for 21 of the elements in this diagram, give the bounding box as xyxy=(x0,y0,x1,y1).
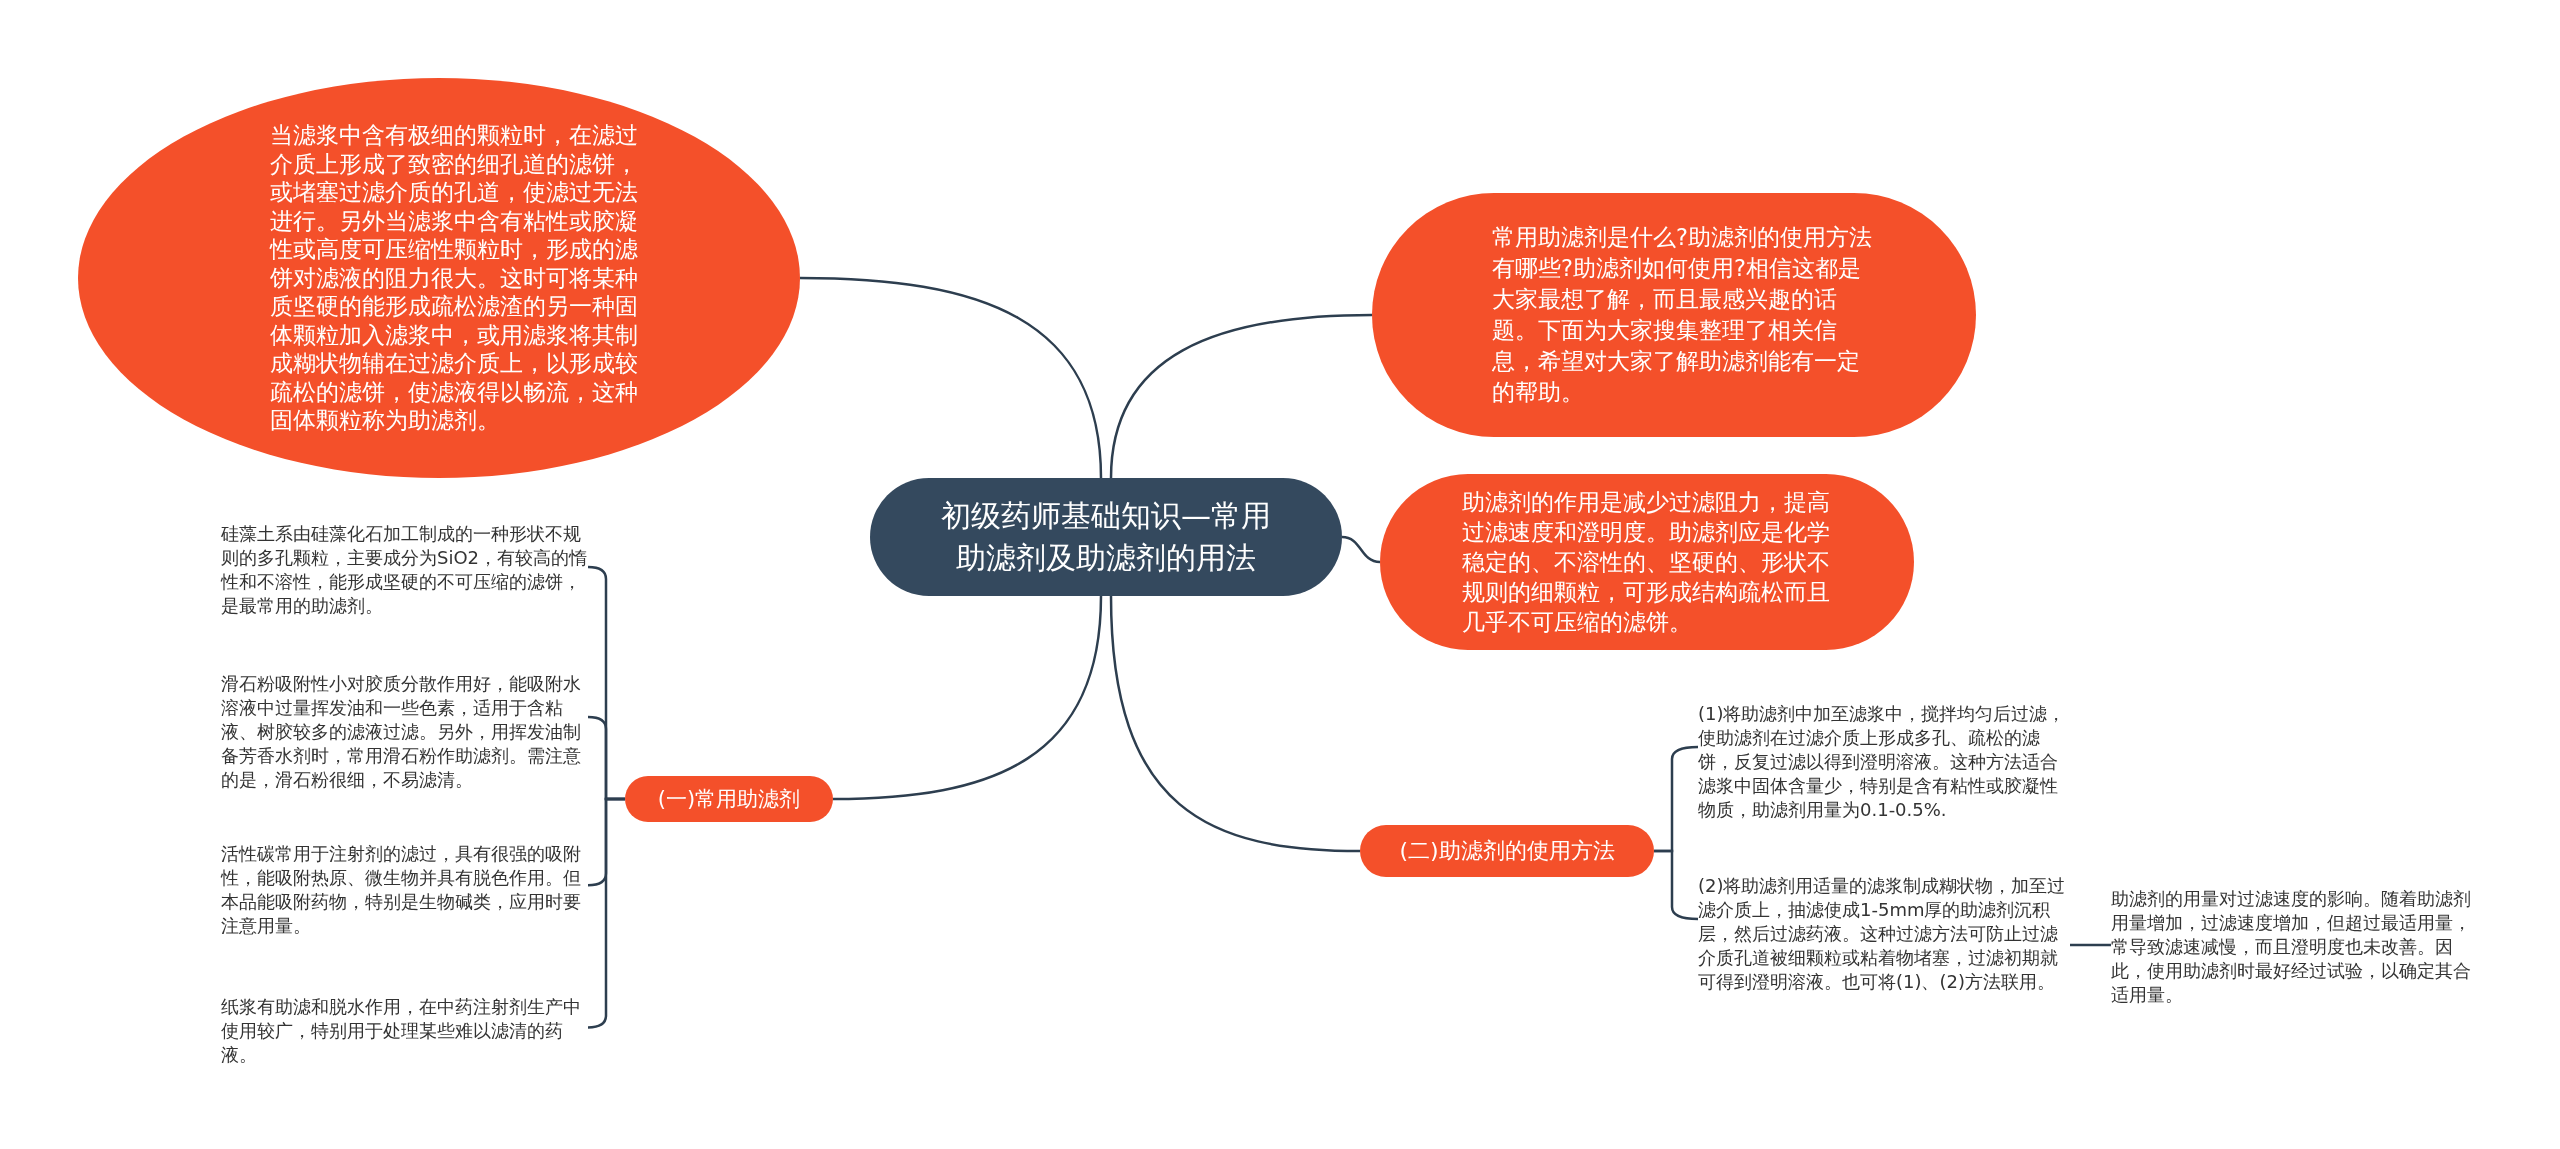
branch-bubble xyxy=(1360,825,1654,877)
note-text: 助滤剂的用量对过滤速度的影响。随着助滤剂用量增加，过滤速度增加，但超过最适用量，常导致滤速减慢，而且澄明度也未改善。因此，使用助滤剂时最好经过试验，以确定其合适用量。 xyxy=(2111,887,2481,1007)
note-text: 滑石粉吸附性小对胶质分散作用好，能吸附水溶液中过量挥发油和一些色素，适用于含粘液、树胶较多的滤液过滤。另外，用挥发油制备芳香水剂时，常用滑石粉作助滤剂。需注意的是，滑石粉很细，不易滤清。 xyxy=(221,672,588,792)
connector-line xyxy=(799,276,1103,479)
note-text: 活性碳常用于注射剂的滤过，具有很强的吸附性，能吸附热原、微生物并具有脱色作用。但本品能吸附药物，特别是生物碱类，应用时要注意用量。 xyxy=(221,842,588,938)
connector-line xyxy=(1341,535,1381,564)
connector-line xyxy=(1109,313,1373,479)
branch-label: (一)常用助滤剂 xyxy=(657,786,801,813)
note-text: (2)将助滤剂用适量的滤浆制成糊状物，加至过滤介质上，抽滤使成1-5mm厚的助滤剂沉积层，然后过滤药液。这种过滤方法可防止过滤介质孔道被细颗粒或粘着物堵塞，过滤初期就可得到澄明溶液。也可将(1)、(2)方法联用。 xyxy=(1698,874,2070,994)
branch-label: (二)助滤剂的使用方法 xyxy=(1399,837,1615,865)
note-text: (1)将助滤剂中加至滤浆中，搅拌均匀后过滤，使助滤剂在过滤介质上形成多孔、疏松的滤饼，反复过滤以得到澄明溶液。这种方法适合滤浆中固体含量少，特别是含有粘性或胶凝性物质，助滤剂用量为0.1-0.5%. xyxy=(1698,702,2070,822)
topic-title: 初级药师基础知识—常用助滤剂及助滤剂的用法 xyxy=(940,497,1272,577)
bubble-text: 助滤剂的作用是减少过滤阻力，提高过滤速度和澄明度。助滤剂应是化学稳定的、不溶性的、坚硬的、形状不规则的细颗粒，可形成结构疏松而且几乎不可压缩的滤饼。 xyxy=(1462,488,1831,637)
connector-line xyxy=(832,595,1103,801)
connector-line xyxy=(1109,595,1361,853)
note-text: 硅藻土系由硅藻化石加工制成的一种形状不规则的多孔颗粒，主要成分为SiO2，有较高的惰性和不溶性，能形成坚硬的不可压缩的滤饼，是最常用的助滤剂。 xyxy=(221,522,588,618)
connector-line xyxy=(2070,943,2111,947)
note-text: 纸浆有助滤和脱水作用，在中药注射剂生产中使用较广，特别用于处理某些难以滤清的药液。 xyxy=(221,995,588,1067)
bubble-text: 当滤浆中含有极细的颗粒时，在滤过介质上形成了致密的细孔道的滤饼，或堵塞过滤介质的孔道，使滤过无法进行。另外当滤浆中含有粘性或胶凝性或高度可压缩性颗粒时，形成的滤饼对滤液的阻力很大。这时可将某种质坚硬的能形成疏松滤渣的另一种固体颗粒加入滤浆中，或用滤浆将其制成糊状物辅在过滤介质上，以形成较疏松的滤饼，使滤液得以畅流，这种固体颗粒称为助滤剂。 xyxy=(270,121,639,435)
bubble-text: 常用助滤剂是什么?助滤剂的使用方法有哪些?助滤剂如何使用?相信这都是大家最想了解，而且最感兴趣的话题。下面为大家搜集整理了相关信息，希望对大家了解助滤剂能有一定的帮助。 xyxy=(1492,223,1873,407)
branch-bubble xyxy=(625,776,833,822)
